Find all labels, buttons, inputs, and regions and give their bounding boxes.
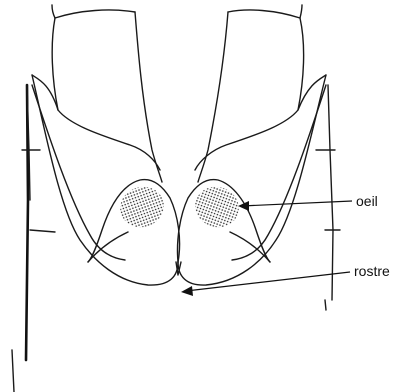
eye-label: oeil: [356, 193, 378, 209]
right-eyestalk: [177, 5, 326, 285]
eye-pointer-line: [242, 201, 352, 206]
left-eyestalk: [32, 5, 180, 285]
rostrum-label: rostre: [354, 263, 390, 279]
right-eye-spot: [189, 181, 244, 234]
left-eye-spot: [114, 181, 169, 234]
rostrum-pointer-line: [186, 272, 350, 291]
outer-body-outline: [12, 85, 340, 392]
rostrum-arrowhead: [181, 286, 193, 296]
